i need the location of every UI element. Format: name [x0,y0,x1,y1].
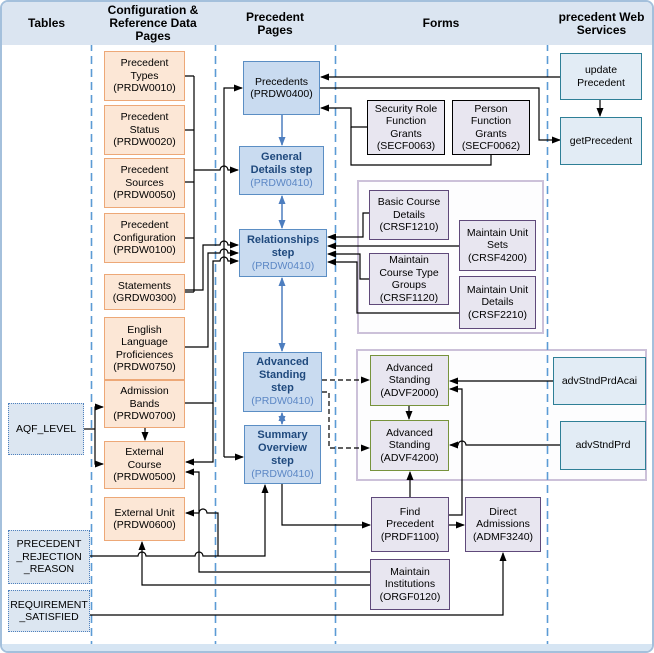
page-precedent-configuration: Precedent Configuration (PRDW0100) [104,213,185,263]
step-advanced-standing: Advanced Standing step (PRDW0410) [243,352,322,412]
webservice-adv-stnd-prd: advStndPrd [560,421,646,470]
page-admission-bands: Admission Bands (PRDW0700) [104,380,185,428]
form-maintain-course-type-groups: Maintain Course Type Groups (CRSF1120) [369,253,449,305]
step-general-details-code: (PRDW0410) [250,177,313,189]
table-requirement-satisfied: REQUIREMENT _SATISFIED [8,590,90,632]
form-direct-admissions: Direct Admissions (ADMF3240) [465,497,541,552]
step-relationships-code: (PRDW0410) [251,259,315,272]
column-header-config-pages: Configuration & Reference Data Pages [91,2,215,45]
form-find-precedent: Find Precedent (PRDF1100) [371,497,449,552]
page-precedents: Precedents (PRDW0400) [243,61,320,115]
webservice-adv-stnd-prd-acai: advStndPrdAcai [553,357,646,405]
table-precedent-rejection-reason: PRECEDENT _REJECTION _REASON [8,530,90,584]
step-general-details-name: General Details step [250,151,313,176]
page-statements: Statements (GRDW0300) [104,274,185,310]
column-header-forms: Forms [335,2,547,45]
step-relationships-name: Relationships step [246,233,320,259]
page-precedent-types: Precedent Types (PRDW0010) [104,51,185,101]
column-header-web-services: precedent Web Services [547,2,652,45]
webservice-get-precedent: getPrecedent [560,117,642,165]
column-header-precedent-pages: Precedent Pages [215,2,335,45]
step-summary-overview: Summary Overview step (PRDW0410) [244,425,321,484]
form-person-function-grants: Person Function Grants (SECF0062) [452,100,530,155]
form-security-role-function-grants: Security Role Function Grants (SECF0063) [367,100,445,155]
step-advanced-standing-code: (PRDW0410) [251,395,314,407]
table-aqf-level: AQF_LEVEL [8,403,84,455]
form-maintain-institutions: Maintain Institutions (ORGF0120) [370,559,450,610]
form-basic-course-details: Basic Course Details (CRSF1210) [369,190,449,240]
webservice-update-precedent: update Precedent [560,53,642,100]
form-maintain-unit-details: Maintain Unit Details (CRSF2210) [459,276,536,329]
form-advanced-standing-advf2000: Advanced Standing (ADVF2000) [370,355,449,406]
form-advanced-standing-advf4200: Advanced Standing (ADVF4200) [370,420,449,471]
page-precedent-sources: Precedent Sources (PRDW0050) [104,158,185,208]
page-english-language-proficiences: English Language Proficiences (PRDW0750) [104,317,185,380]
form-maintain-unit-sets: Maintain Unit Sets (CRSF4200) [459,220,536,271]
page-precedent-status: Precedent Status (PRDW0020) [104,105,185,155]
page-external-unit: External Unit (PRDW0600) [104,497,185,541]
bottom-band [2,644,652,651]
page-external-course: External Course (PRDW0500) [104,441,185,489]
step-summary-overview-code: (PRDW0410) [251,467,314,480]
column-divider-lines [90,4,549,648]
step-advanced-standing-name: Advanced Standing step [256,356,309,394]
column-header-tables: Tables [2,2,91,45]
step-relationships: Relationships step (PRDW0410) [239,229,327,277]
step-general-details: General Details step (PRDW0410) [239,146,324,195]
step-summary-overview-name: Summary Overview step [257,428,308,467]
